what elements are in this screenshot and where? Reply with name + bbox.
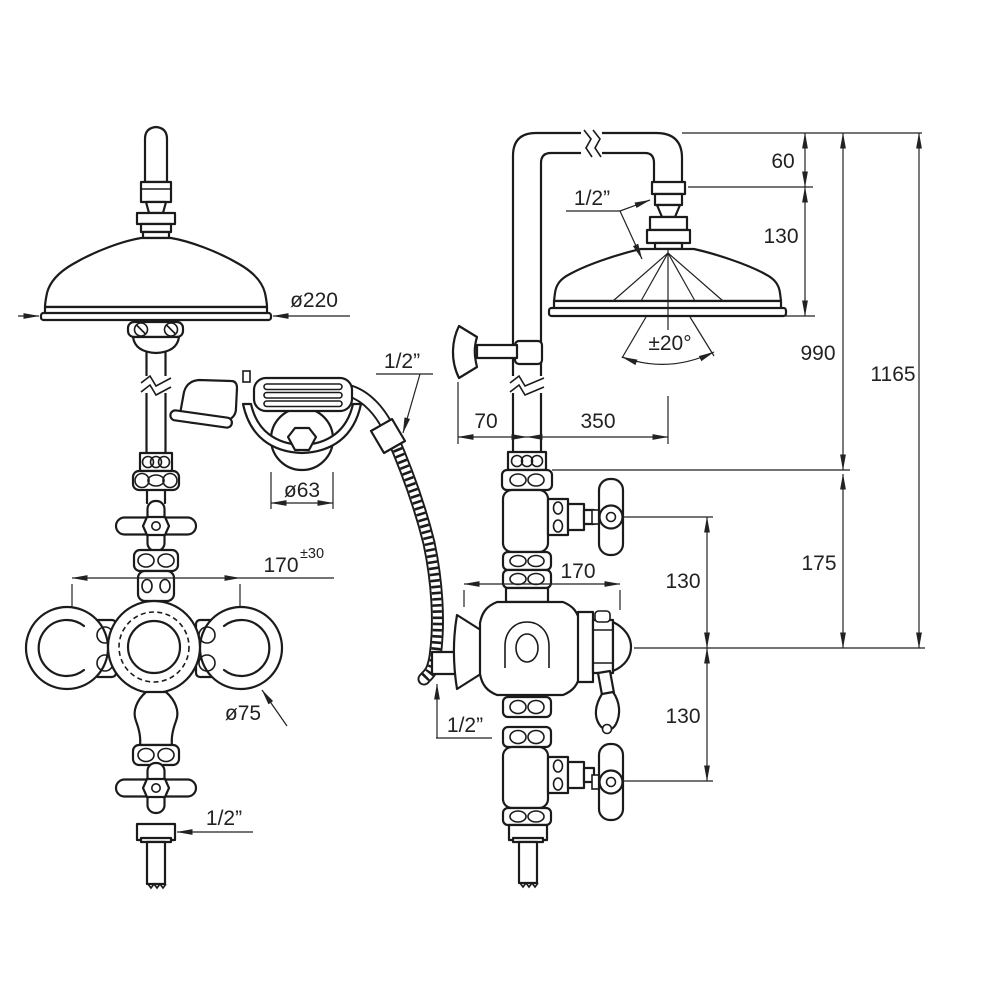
upper-stop-valve: [501, 477, 625, 604]
dim-total-height: 1165: [870, 363, 915, 386]
dim-riser-height: 990: [800, 342, 835, 365]
spray-lines: [612, 250, 724, 359]
dim-wall-clearance: 70: [474, 410, 497, 433]
dim-lower-handle-spacing: 130: [665, 705, 700, 728]
wall-bell: [452, 613, 489, 691]
dim-knob-diameter: ø75: [225, 702, 261, 725]
lower-stop-valve: [501, 742, 625, 889]
dim-head-height: 130: [763, 225, 798, 248]
dim-head-top-offset: 60: [771, 150, 794, 173]
hose-tail-side: [517, 840, 539, 885]
dim-head-projection: 350: [580, 410, 615, 433]
shower-head-front: [39, 236, 273, 322]
dim-spray-angle: ±20°: [648, 332, 691, 355]
side-view: [430, 129, 788, 889]
hose-tail-front: [145, 840, 167, 886]
hose-cone-nut: [369, 417, 407, 455]
dimension-lines: [18, 132, 925, 835]
thermostatic-valve-side: [430, 600, 633, 749]
dim-hose-connection: 1/2”: [384, 350, 420, 373]
thermostatic-valve-front: [24, 599, 284, 890]
dim-cradle-diameter: ø63: [284, 479, 320, 502]
dim-body-projection: 170: [560, 560, 595, 583]
center-boss: [106, 599, 202, 695]
dim-supply-connection: 1/2”: [447, 714, 483, 737]
hand-shower-cradle: [241, 402, 363, 472]
hand-shower: [169, 370, 354, 452]
dim-bottom-connection: 1/2”: [206, 807, 242, 830]
head-connector-side: [645, 180, 692, 251]
column-side: [500, 450, 554, 492]
dim-upper-handle-spacing: 130: [665, 570, 700, 593]
dim-handle-centers-tolerance: ±30: [300, 546, 324, 562]
dim-valve-drop: 175: [801, 552, 836, 575]
wall-flange: [451, 324, 544, 380]
dim-head-diameter: ø220: [290, 289, 338, 312]
dim-head-connection: 1/2”: [574, 187, 610, 210]
dimension-labels: ø220 1/2” ø63 170 ±30 ø75 1/2” 1/2” 60 1…: [206, 150, 916, 830]
temperature-lever: [594, 669, 621, 735]
shower-head-side: [547, 247, 788, 359]
dim-handle-centers: 170: [263, 554, 298, 577]
riser-pipe-side: [509, 129, 684, 454]
wall-bracket: [126, 320, 185, 355]
cradle-hex-nut: [286, 426, 318, 452]
